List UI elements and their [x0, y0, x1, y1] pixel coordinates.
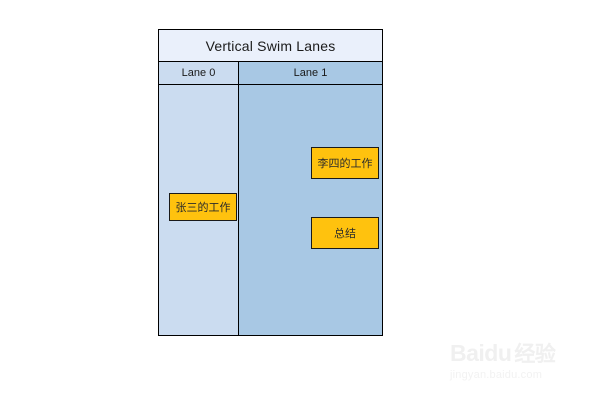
lane-body-row: 张三的工作 李四的工作 总结 [159, 85, 382, 335]
task-box-zongjie[interactable]: 总结 [311, 217, 379, 249]
lane-body-lane-1[interactable]: 李四的工作 总结 [239, 85, 382, 335]
lane-body-lane-0[interactable]: 张三的工作 [159, 85, 239, 335]
watermark-url: jingyan.baidu.com [450, 369, 543, 381]
watermark-brand-latin: Baidu [450, 340, 512, 366]
task-box-lisi[interactable]: 李四的工作 [311, 147, 379, 179]
lane-header-lane-0[interactable]: Lane 0 [159, 62, 239, 84]
watermark-brand: Baidu 经验 [450, 342, 582, 365]
swimlane-diagram: Vertical Swim Lanes Lane 0 Lane 1 张三的工作 … [158, 29, 383, 336]
diagram-title: Vertical Swim Lanes [159, 30, 382, 62]
lane-header-lane-1[interactable]: Lane 1 [239, 62, 382, 84]
task-box-zhangsan[interactable]: 张三的工作 [169, 193, 237, 221]
lane-header-row: Lane 0 Lane 1 [159, 62, 382, 85]
baidu-jingyan-watermark: Baidu 经验 jingyan.baidu.com [450, 342, 582, 382]
watermark-brand-cn: 经验 [514, 342, 556, 366]
